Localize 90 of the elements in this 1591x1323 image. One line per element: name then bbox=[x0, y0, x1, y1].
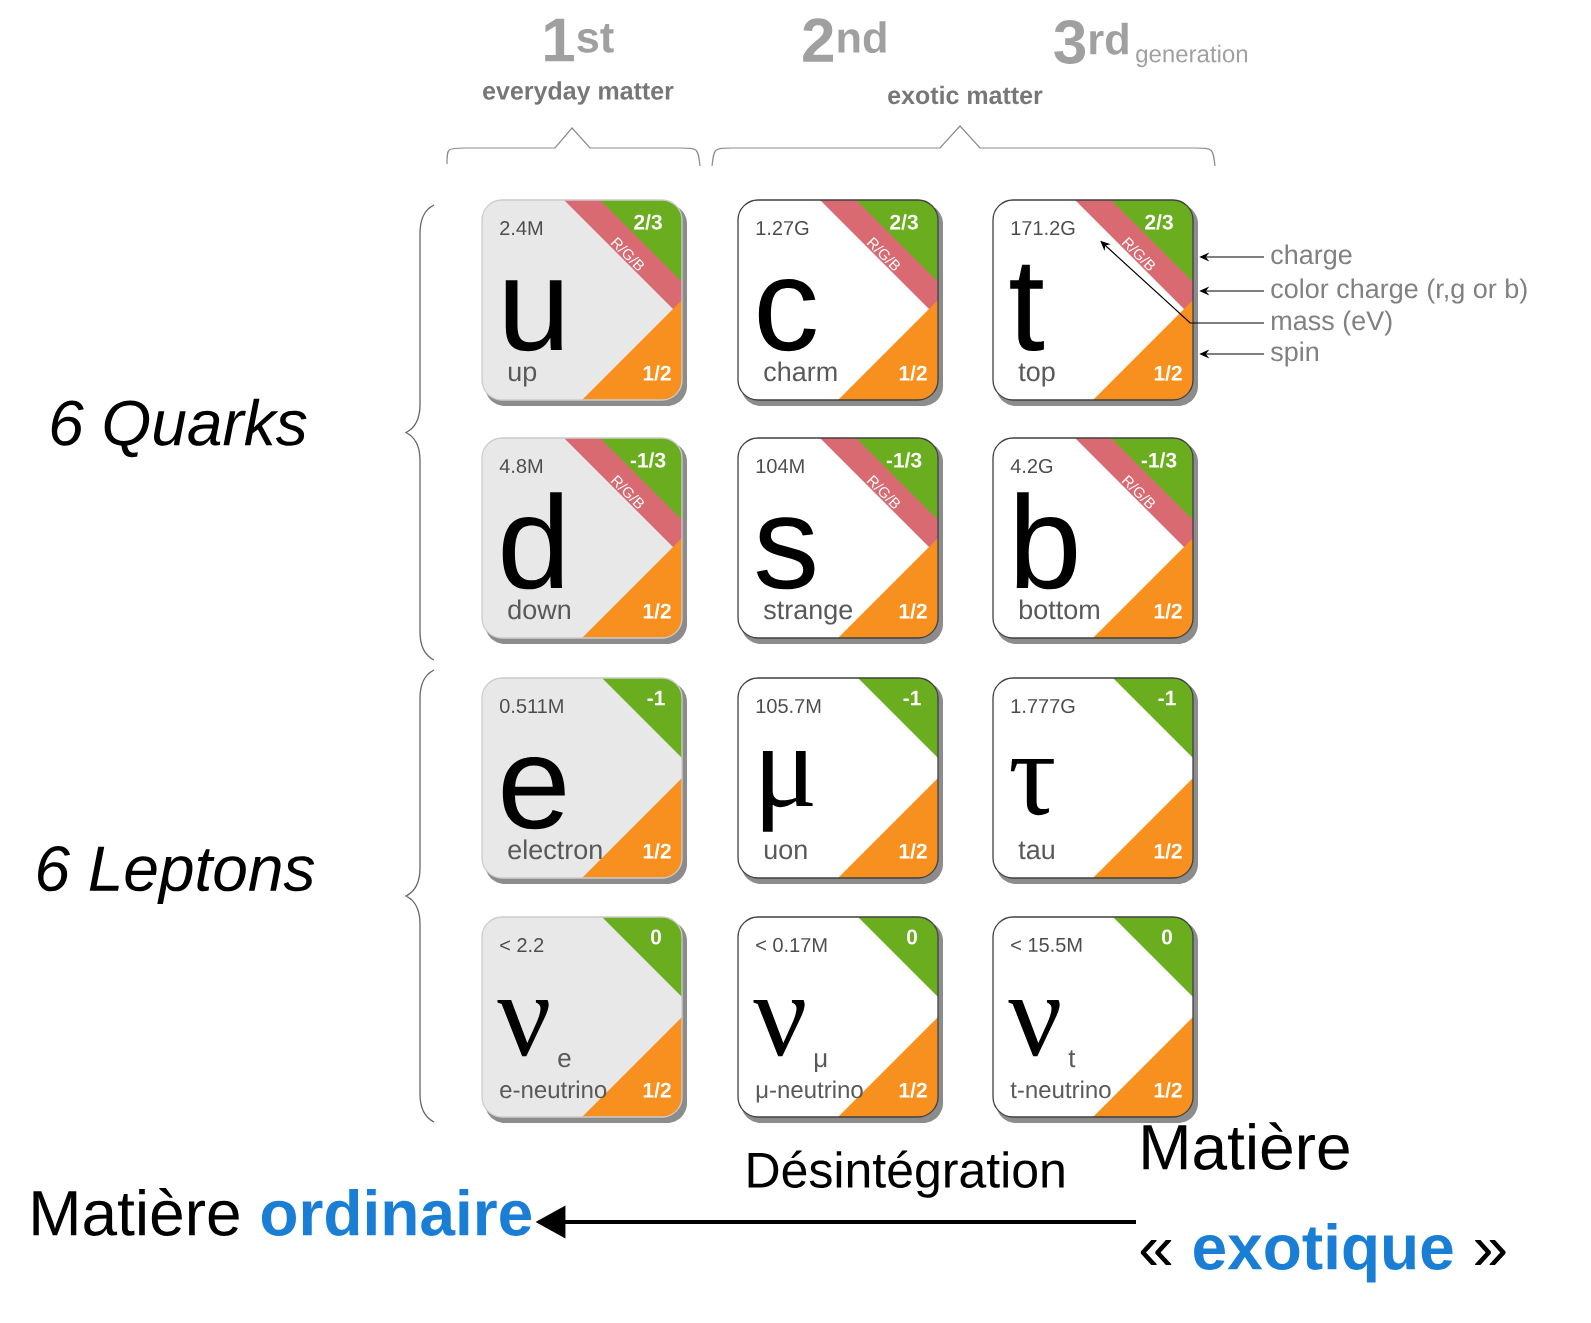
particle-symbol: d bbox=[502, 492, 563, 590]
particle-tile bbox=[992, 199, 1198, 406]
charge-label: 0 bbox=[907, 929, 917, 945]
particle-symbol: μ bbox=[762, 750, 813, 832]
legend-text: charge bbox=[1271, 244, 1352, 270]
mass-label: 104M bbox=[756, 458, 804, 474]
particle-symbol: c bbox=[758, 278, 816, 352]
particle-name: up bbox=[508, 366, 537, 387]
particle-tile bbox=[737, 916, 943, 1123]
subscript: e bbox=[558, 1053, 571, 1068]
spin-label: 1/2 bbox=[899, 1082, 927, 1098]
spin-label: 1/2 bbox=[1154, 1082, 1182, 1098]
particle-name: charm bbox=[764, 361, 837, 382]
legend-text: spin bbox=[1270, 341, 1318, 367]
particle-symbol: ν bbox=[497, 999, 549, 1057]
mass-label: 1.777G bbox=[1011, 698, 1075, 714]
particle-name: t-neutrino bbox=[1010, 1080, 1111, 1099]
mass-label: 0.511M bbox=[500, 698, 563, 714]
particle-name: top bbox=[1018, 363, 1055, 387]
matter-label: Matière « exotique » bbox=[1140, 1122, 1506, 1283]
particle-name: tau bbox=[1018, 841, 1054, 860]
spin-label: 1/2 bbox=[1154, 843, 1182, 859]
edge-label: Désintégration bbox=[748, 1150, 1064, 1198]
charge-label: 2/3 bbox=[634, 214, 662, 230]
mass-label: 105.7M bbox=[756, 698, 821, 714]
particle-tile bbox=[992, 916, 1198, 1123]
particle-name: strange bbox=[763, 601, 853, 625]
charge-label: 0 bbox=[1162, 929, 1172, 945]
spin-label: 1/2 bbox=[1154, 365, 1182, 381]
charge-label: 2/3 bbox=[890, 214, 918, 230]
particle-symbol: u bbox=[505, 280, 562, 352]
particle-tile bbox=[992, 437, 1198, 644]
particle-name: bottom bbox=[1019, 599, 1099, 620]
spin-label: 1/2 bbox=[1154, 603, 1182, 619]
particle-symbol: b bbox=[1016, 492, 1077, 590]
group-label: everyday matter bbox=[483, 81, 674, 105]
spin-label: 1/2 bbox=[643, 843, 671, 859]
particle-name: e-neutrino bbox=[500, 1080, 607, 1099]
group-label: exotic matter bbox=[888, 85, 1043, 105]
generation-number: 1$^{st}$ bbox=[545, 18, 614, 62]
particle-tile bbox=[481, 199, 687, 406]
mass-label: < 0.17M bbox=[756, 937, 827, 953]
spin-label: 1/2 bbox=[899, 843, 927, 859]
particle-name: μ-neutrino bbox=[756, 1080, 863, 1103]
generation-number: 2$^{nd}$ bbox=[803, 18, 886, 62]
particle-tile bbox=[992, 677, 1198, 884]
particle-symbol: τ bbox=[1010, 758, 1054, 816]
mass-label: 171.2G bbox=[1011, 220, 1075, 236]
mass-label: 4.8M bbox=[499, 458, 542, 474]
charge-label: -1/3 bbox=[630, 452, 666, 468]
matter-label: Matière ordinaire bbox=[33, 1188, 532, 1236]
particle-symbol: ν bbox=[1008, 999, 1060, 1057]
spin-label: 1/2 bbox=[643, 603, 671, 619]
particle-tile bbox=[737, 677, 943, 884]
mass-label: < 15.5M bbox=[1011, 938, 1082, 952]
spin-label: 1/2 bbox=[899, 603, 927, 619]
spin-label: 1/2 bbox=[643, 1082, 671, 1098]
particle-tile bbox=[481, 677, 687, 884]
charge-label: -1 bbox=[903, 690, 921, 706]
family-label: 6 Quarks bbox=[51, 398, 307, 458]
legend-text: color charge (r,g or b) bbox=[1271, 278, 1527, 304]
subscript: μ bbox=[814, 1053, 827, 1072]
generation-label: generation bbox=[1136, 44, 1248, 68]
mass-label: < 2.2 bbox=[500, 938, 544, 952]
charge-label: -1 bbox=[1158, 690, 1176, 706]
particle-tile bbox=[737, 437, 943, 644]
particle-symbol: s bbox=[756, 517, 815, 590]
mass-label: 2.4M bbox=[500, 221, 542, 235]
particle-tile bbox=[481, 916, 687, 1123]
spin-label: 1/2 bbox=[899, 365, 927, 381]
mass-label: 1.27G bbox=[756, 220, 809, 236]
particle-tile bbox=[737, 199, 943, 406]
charge-label: 0 bbox=[651, 929, 661, 945]
charge-label: -1/3 bbox=[886, 452, 922, 468]
generation-number: 3$^{rd}$ bbox=[1054, 20, 1128, 64]
mass-label: 4.2G bbox=[1010, 458, 1053, 474]
particle-name: electron bbox=[508, 839, 602, 860]
subscript: t bbox=[1068, 1050, 1076, 1068]
family-label: 6 Leptons bbox=[38, 846, 315, 904]
particle-name: down bbox=[508, 599, 570, 620]
charge-label: 2/3 bbox=[1145, 214, 1173, 230]
spin-label: 1/2 bbox=[643, 365, 671, 381]
particle-tile bbox=[481, 437, 687, 644]
legend-text: mass (eV) bbox=[1272, 310, 1392, 336]
particle-symbol: e bbox=[502, 756, 565, 830]
particle-name: uon bbox=[764, 844, 807, 860]
particle-symbol: ν bbox=[753, 999, 805, 1057]
particle-symbol: t bbox=[1010, 264, 1044, 352]
charge-label: -1 bbox=[647, 690, 665, 706]
charge-label: -1/3 bbox=[1141, 452, 1177, 468]
